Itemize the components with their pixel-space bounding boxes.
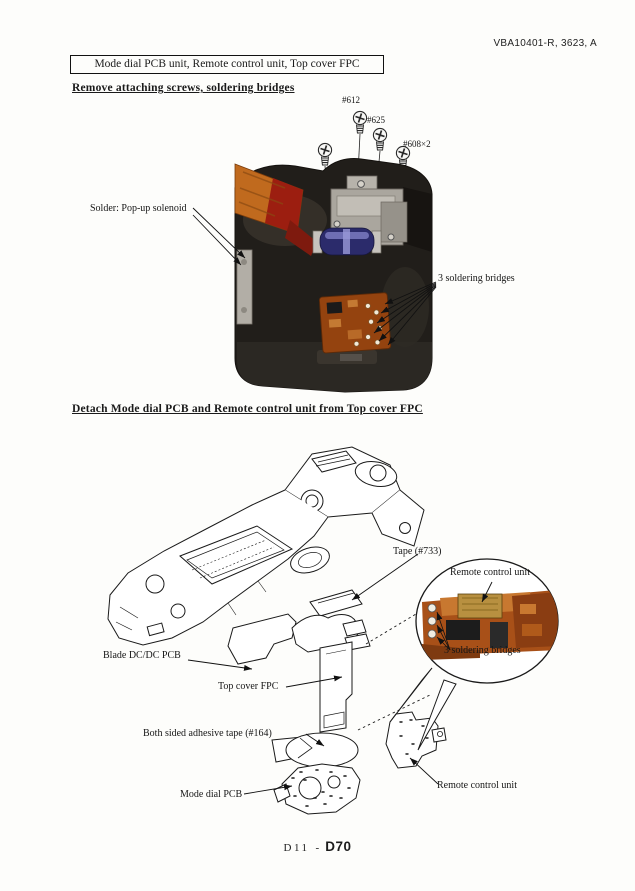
- figure-remove-screws: [192, 110, 437, 393]
- section-heading-remove: Remove attaching screws, soldering bridg…: [72, 82, 295, 94]
- mode-dial-pcb-label: Mode dial PCB: [180, 789, 243, 800]
- top-cover-drawing: [107, 446, 425, 646]
- label-arrows: [187, 553, 439, 795]
- solenoid-pointer-lines: [192, 207, 246, 266]
- popup-solenoid: [312, 227, 382, 256]
- blade-dcdc-pcb-label: Blade DC/DC PCB: [103, 650, 181, 661]
- document-reference: VBA10401-R, 3623, A: [493, 38, 597, 49]
- tape-733-part: [309, 589, 363, 617]
- adhesive-tape-label: Both sided adhesive tape (#164): [143, 728, 272, 739]
- adhesive-tape-part: [271, 732, 359, 768]
- bridges-label: 3 soldering bridges: [438, 273, 515, 284]
- screw-icon: [352, 110, 368, 134]
- page-title: Mode dial PCB unit, Remote control unit,…: [94, 58, 360, 70]
- footer-page-number: D11: [283, 842, 310, 854]
- top-cover-fpc-label: Top cover FPC: [218, 681, 279, 692]
- solenoid-label: Solder: Pop-up solenoid: [90, 203, 187, 214]
- screw-label-625: #625: [367, 115, 385, 125]
- tape-733-label: Tape (#733): [393, 546, 442, 557]
- remote-unit-label: Remote control unit: [437, 780, 517, 791]
- callout-bridges-label: 3 soldering bridges: [444, 645, 521, 656]
- fpc-ribbon: [234, 163, 317, 256]
- callout-remote-unit-label: Remote control unit: [450, 567, 530, 578]
- page-title-box: Mode dial PCB unit, Remote control unit,…: [70, 55, 384, 74]
- figure-detach-diagram: [107, 446, 559, 815]
- callout-circle: [389, 558, 559, 751]
- screw-label-608: #608×2: [403, 139, 431, 149]
- top-cover-fpc-drawing: [227, 613, 371, 733]
- screw-icon: [317, 142, 333, 166]
- section-heading-detach: Detach Mode dial PCB and Remote control …: [72, 403, 423, 415]
- callout-bridge-arrows: [436, 611, 451, 651]
- screw-label-612: #612: [342, 95, 360, 105]
- footer-separator: -: [315, 842, 320, 854]
- bridge-arrow-fan: [373, 281, 437, 346]
- remote-unit-drawing: [385, 711, 447, 769]
- page-footer: D11 - D70: [0, 838, 635, 856]
- footer-model-logo: D70: [325, 839, 352, 854]
- remote-unit-photo: [422, 590, 558, 660]
- mode-dial-pcb-drawing: [273, 763, 361, 815]
- dashed-leaders: [357, 613, 433, 731]
- camera-interior-photo: [234, 158, 433, 393]
- screw-icon: [372, 127, 388, 151]
- mode-dial-pcb-photo: [318, 292, 392, 354]
- metal-rail: [236, 249, 253, 325]
